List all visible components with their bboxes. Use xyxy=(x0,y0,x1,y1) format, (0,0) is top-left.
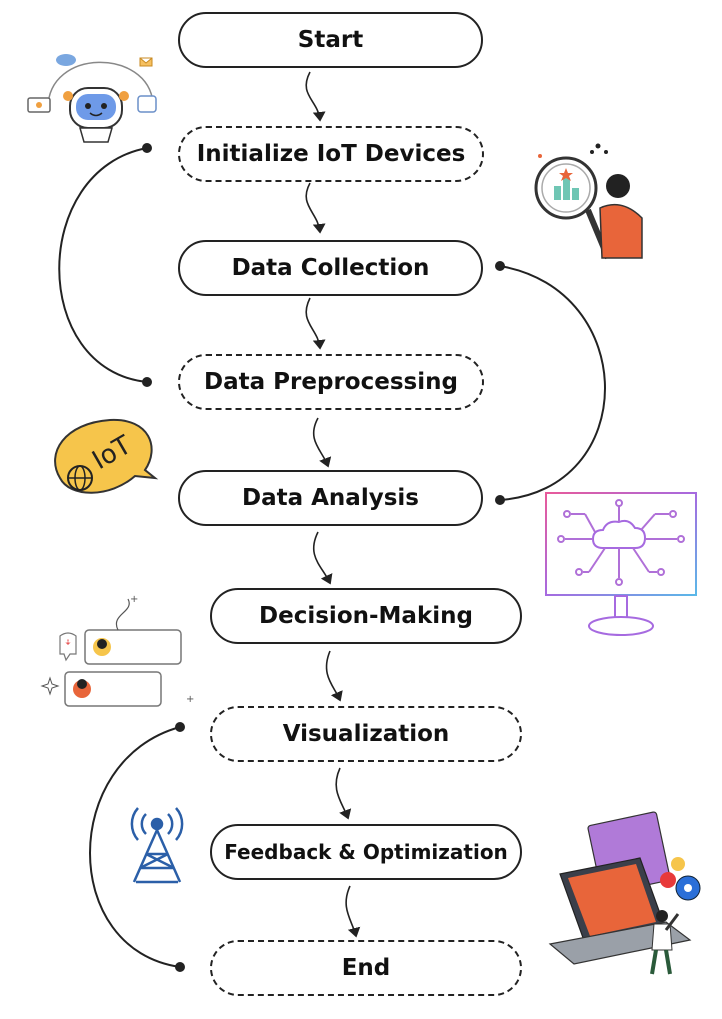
node-decision-making-label: Decision-Making xyxy=(259,603,473,629)
node-start: Start xyxy=(178,12,483,68)
cloud-circuit-monitor-icon xyxy=(545,492,697,636)
magnifier-person-icon xyxy=(534,143,643,260)
antenna-tower-icon xyxy=(130,807,184,884)
loop-connectors xyxy=(58,143,606,972)
svg-text:+: + xyxy=(130,594,138,605)
node-end-label: End xyxy=(341,955,391,981)
connector-decision-visualization xyxy=(325,650,343,702)
connector-start-init xyxy=(305,71,326,122)
node-initialize-iot-devices-label: Initialize IoT Devices xyxy=(196,141,466,167)
node-initialize-iot-devices: Initialize IoT Devices xyxy=(178,126,484,182)
connector-init-collection xyxy=(305,182,326,234)
node-start-label: Start xyxy=(297,27,364,53)
iot-badge: IoT xyxy=(54,418,159,494)
loop-init-preprocessing xyxy=(58,147,148,383)
node-decision-making: Decision-Making xyxy=(210,588,522,644)
connector-visualization-feedback xyxy=(335,767,352,820)
node-data-analysis: Data Analysis xyxy=(178,470,483,526)
node-data-collection: Data Collection xyxy=(178,240,483,296)
connector-preprocessing-analysis xyxy=(312,417,332,468)
robot-assistant-icon xyxy=(27,54,157,143)
svg-text:+: + xyxy=(186,694,194,705)
connector-collection-preprocessing xyxy=(305,297,326,350)
node-end: End xyxy=(210,940,522,996)
laptop-gears-icon xyxy=(548,811,701,975)
node-data-preprocessing: Data Preprocessing xyxy=(178,354,484,410)
node-feedback-optimization-label: Feedback & Optimization xyxy=(224,840,508,864)
loop-collection-analysis xyxy=(499,265,606,501)
node-data-preprocessing-label: Data Preprocessing xyxy=(204,369,458,395)
loop-visualization-end xyxy=(89,726,181,968)
gear-icon xyxy=(660,857,701,901)
node-data-analysis-label: Data Analysis xyxy=(242,485,419,511)
connector-analysis-decision xyxy=(312,531,333,585)
chat-cards-icon: + + xyxy=(40,594,194,707)
node-visualization: Visualization xyxy=(210,706,522,762)
globe-icon xyxy=(67,465,93,491)
node-visualization-label: Visualization xyxy=(282,721,450,747)
flow-connectors xyxy=(305,71,361,938)
node-data-collection-label: Data Collection xyxy=(231,255,430,281)
connector-feedback-end xyxy=(345,885,361,938)
node-feedback-optimization: Feedback & Optimization xyxy=(210,824,522,880)
